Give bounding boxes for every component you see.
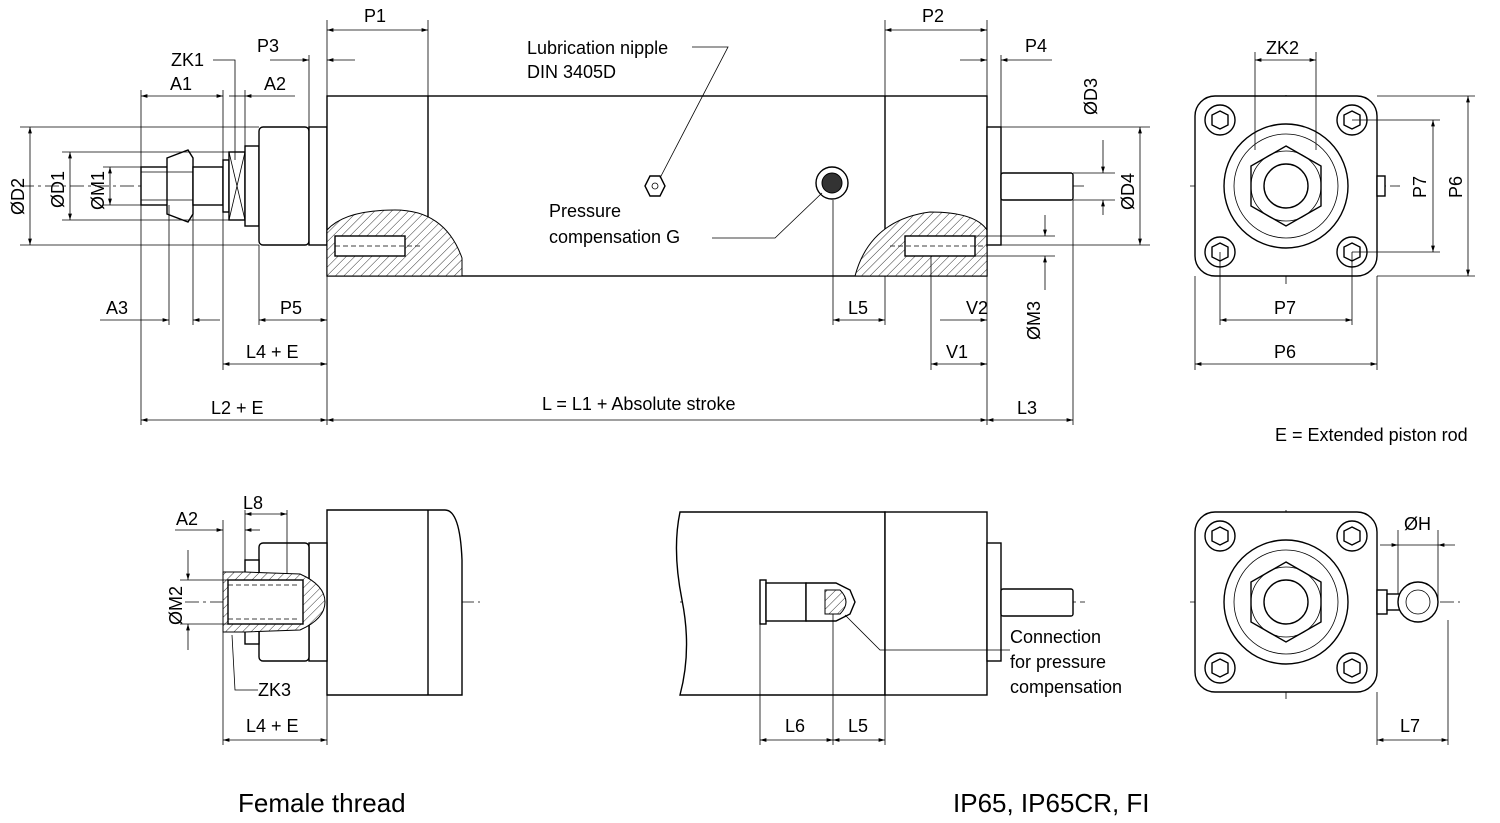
- labels: P1 P2 P3 P4 ZK1 A1 A2 ØD2 ØD1 ØM1 ØD3 ØD…: [8, 6, 1468, 818]
- label-p4: P4: [1025, 36, 1047, 56]
- label-l6: L6: [785, 716, 805, 736]
- label-l8: L8: [243, 493, 263, 513]
- label-p6-horizontal: P6: [1274, 342, 1296, 362]
- label-zk3: ZK3: [258, 680, 291, 700]
- bolt-tl: [1204, 104, 1236, 136]
- label-m1: ØM1: [88, 171, 108, 210]
- female-thread-view: [175, 509, 480, 745]
- main-dimensions: [20, 20, 1150, 425]
- label-d2: ØD2: [8, 178, 28, 215]
- label-m3: ØM3: [1024, 301, 1044, 340]
- label-a3: A3: [106, 298, 128, 318]
- label-lubrication-2: DIN 3405D: [527, 62, 616, 82]
- label-p3: P3: [257, 36, 279, 56]
- label-p5: P5: [280, 298, 302, 318]
- label-l5: L5: [848, 298, 868, 318]
- main-side-view: [20, 95, 1085, 277]
- caption-female-thread: Female thread: [238, 788, 406, 818]
- label-p7-horizontal: P7: [1274, 298, 1296, 318]
- label-l7: L7: [1400, 716, 1420, 736]
- label-v2: V2: [966, 298, 988, 318]
- label-d4: ØD4: [1118, 173, 1138, 210]
- label-p1: P1: [364, 6, 386, 26]
- label-v1: V1: [946, 342, 968, 362]
- label-p6-vertical: P6: [1446, 176, 1466, 198]
- end-view-top: [1190, 95, 1400, 285]
- label-l-main: L = L1 + Absolute stroke: [542, 394, 735, 414]
- label-pressure-1: Pressure: [549, 201, 621, 221]
- label-lubrication-1: Lubrication nipple: [527, 38, 668, 58]
- end-view-bottom-dimensions: [1376, 530, 1455, 745]
- label-d1: ØD1: [48, 171, 68, 208]
- label-l4e: L4 + E: [246, 342, 299, 362]
- label-m2: ØM2: [166, 586, 186, 625]
- label-zk1: ZK1: [171, 50, 204, 70]
- label-h: ØH: [1404, 514, 1431, 534]
- label-p7-vertical: P7: [1410, 176, 1430, 198]
- label-zk2: ZK2: [1266, 38, 1299, 58]
- label-p2: P2: [922, 6, 944, 26]
- label-a2-female: A2: [176, 509, 198, 529]
- label-a1: A1: [170, 74, 192, 94]
- label-l2e: L2 + E: [211, 398, 264, 418]
- caption-ip65: IP65, IP65CR, FI: [953, 788, 1150, 818]
- label-l3: L3: [1017, 398, 1037, 418]
- label-extended-rod: E = Extended piston rod: [1275, 425, 1468, 445]
- label-connection-1: Connection: [1010, 627, 1101, 647]
- label-connection-2: for pressure: [1010, 652, 1106, 672]
- end-view-bottom: [1190, 510, 1460, 700]
- label-pressure-2: compensation G: [549, 227, 680, 247]
- label-d3: ØD3: [1081, 78, 1101, 115]
- label-l5-ip65: L5: [848, 716, 868, 736]
- label-a2: A2: [264, 74, 286, 94]
- ip65-view: [675, 511, 1085, 745]
- label-l4e-female: L4 + E: [246, 716, 299, 736]
- end-view-top-dimensions: [1194, 52, 1475, 370]
- label-connection-3: compensation: [1010, 677, 1122, 697]
